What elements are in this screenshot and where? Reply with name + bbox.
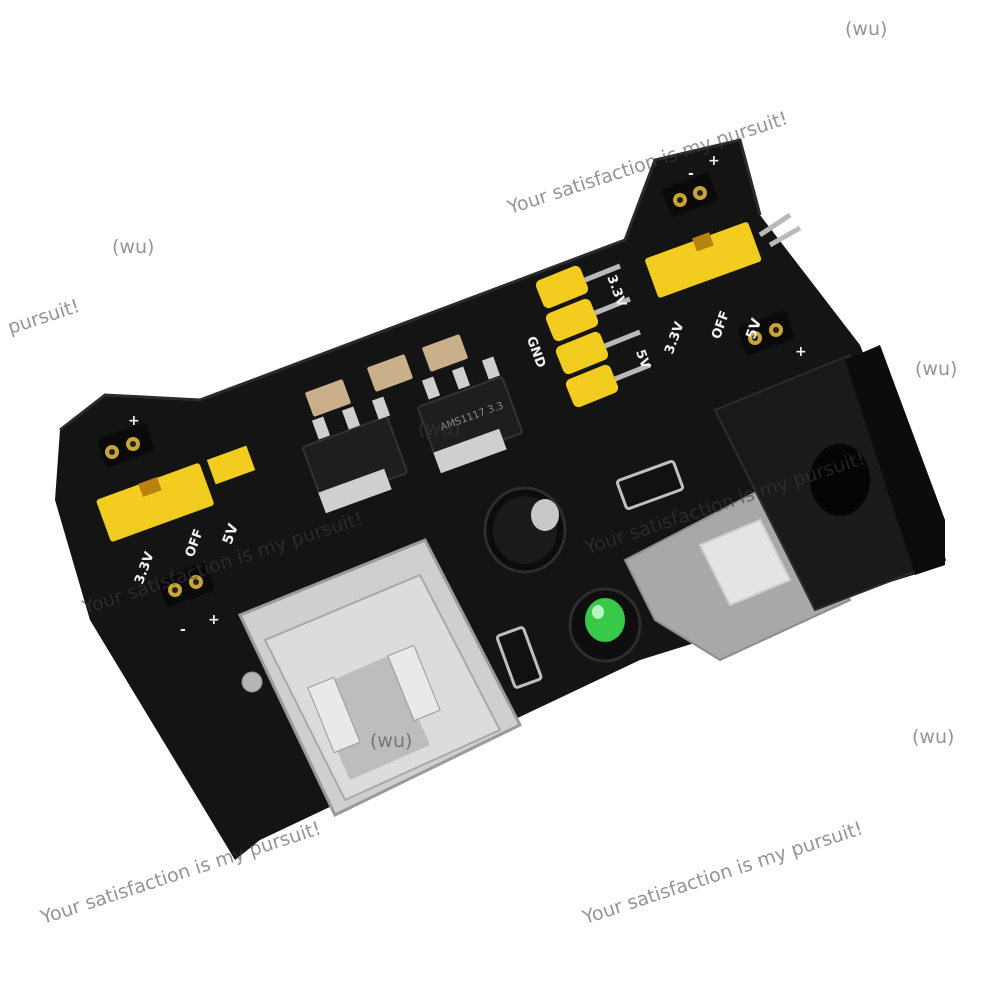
smd-resistor [495, 626, 543, 689]
electrolytic-capacitor [483, 486, 567, 574]
voltage-regulator-right [417, 356, 523, 474]
smd-diode [616, 459, 684, 511]
jumper-header-left [96, 423, 256, 607]
led-lens [585, 598, 625, 642]
jumper-cap-left [96, 463, 214, 542]
plus-sign-left: + [128, 413, 140, 429]
minus-sign-top: - [688, 166, 694, 182]
plus-sign-top: + [708, 153, 720, 169]
usb-port [237, 538, 523, 818]
label-5v-mid: 5V [632, 348, 653, 371]
voltage-regulator-left [302, 396, 408, 514]
jumper-cap-top-right [645, 222, 762, 298]
minus-sign-left: - [180, 622, 186, 638]
jumper-header-top-right [645, 173, 802, 355]
dc-barrel-jack [713, 345, 947, 612]
plus-sign-bottom: + [208, 612, 220, 628]
label-5v-left: 5V [220, 522, 242, 547]
output-header [535, 263, 651, 408]
power-led [568, 587, 642, 663]
smd-capacitors [305, 334, 468, 417]
switch-button [698, 518, 792, 607]
plus-sign-mid: + [795, 344, 807, 360]
label-5v-top: 5V [743, 316, 765, 341]
